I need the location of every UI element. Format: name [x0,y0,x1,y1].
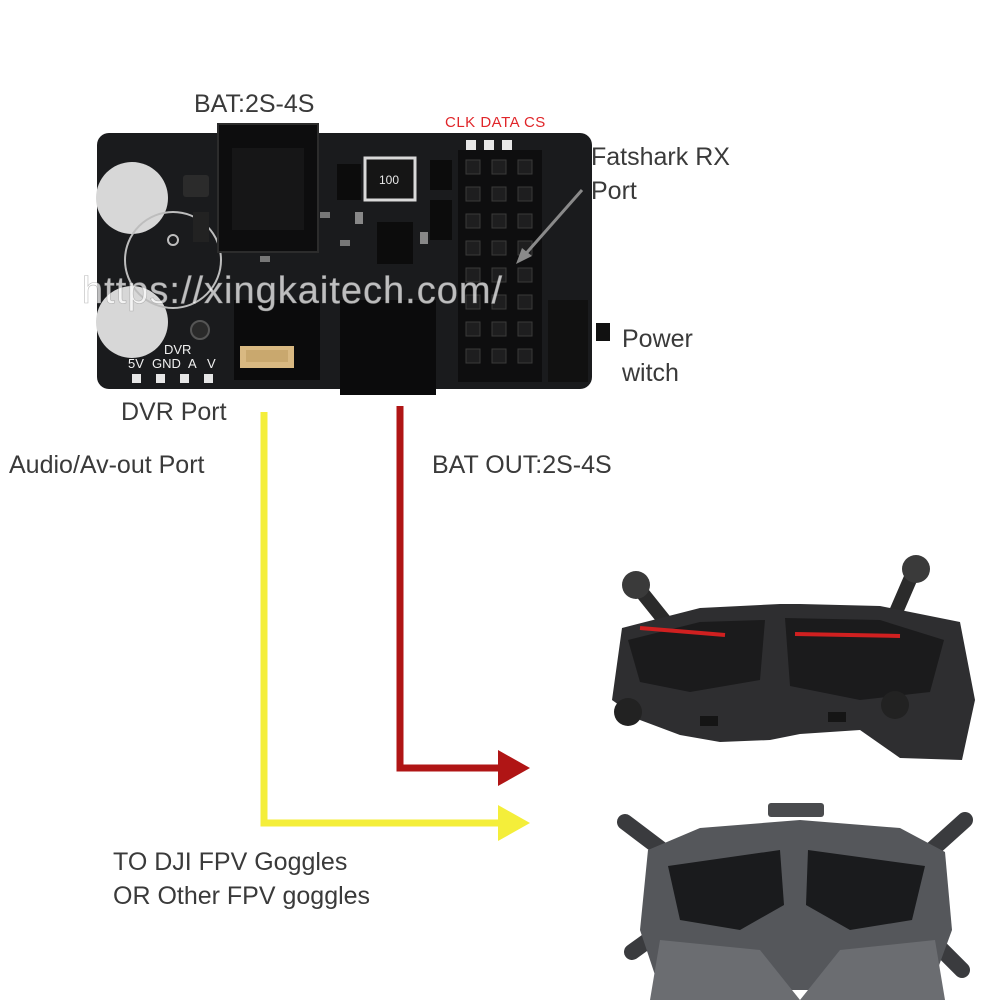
mounting-hole-bottom [96,286,168,358]
battery-output-line [396,406,505,772]
controller-chip [377,222,413,264]
power-switch-lever [596,323,610,341]
fatshark-pin-header [458,150,542,382]
fpv-goggles-bottom [617,803,973,1000]
label-battery-input: BAT:2S-4S [194,90,315,118]
mounting-hole-top [96,162,168,234]
inductor [363,156,417,202]
label-goggles-target: TO DJI FPV Goggles OR Other FPV goggles [113,848,371,910]
pin-label-a: A [188,356,197,371]
bat-out-connector [340,300,436,395]
battery-arrow-head [498,750,530,786]
regulator-chip [337,164,361,200]
buzzer-outline [124,211,222,309]
pcb-board [96,123,610,395]
label-pin-names: CLK DATA CS [445,114,546,131]
power-switch-body [548,300,588,382]
label-fatshark-rx-port: Fatshark RX Port [591,143,730,205]
pin-label-gnd: GND [152,356,181,371]
label-power-switch: Power witch [622,325,693,387]
pin-header-holes [465,159,533,364]
pin-label-v: V [207,356,216,371]
dvr-pads [132,374,213,383]
fpv-goggles-top [612,555,975,760]
label-dvr-port: DVR Port [121,398,227,426]
board-pin-labels: 5V GND A V [128,356,216,371]
board-dvr-silk: DVR [164,342,191,357]
pin-label-5v: 5V [128,356,144,371]
watermark-url: https://xingkaitech.com/ [82,270,504,313]
label-battery-output: BAT OUT:2S-4S [432,451,612,479]
av-signal-line [260,412,505,827]
label-audio-av-out-port: Audio/Av-out Port [9,451,205,479]
av-arrow-head [498,805,530,841]
inductor-marking: 100 [379,173,399,187]
